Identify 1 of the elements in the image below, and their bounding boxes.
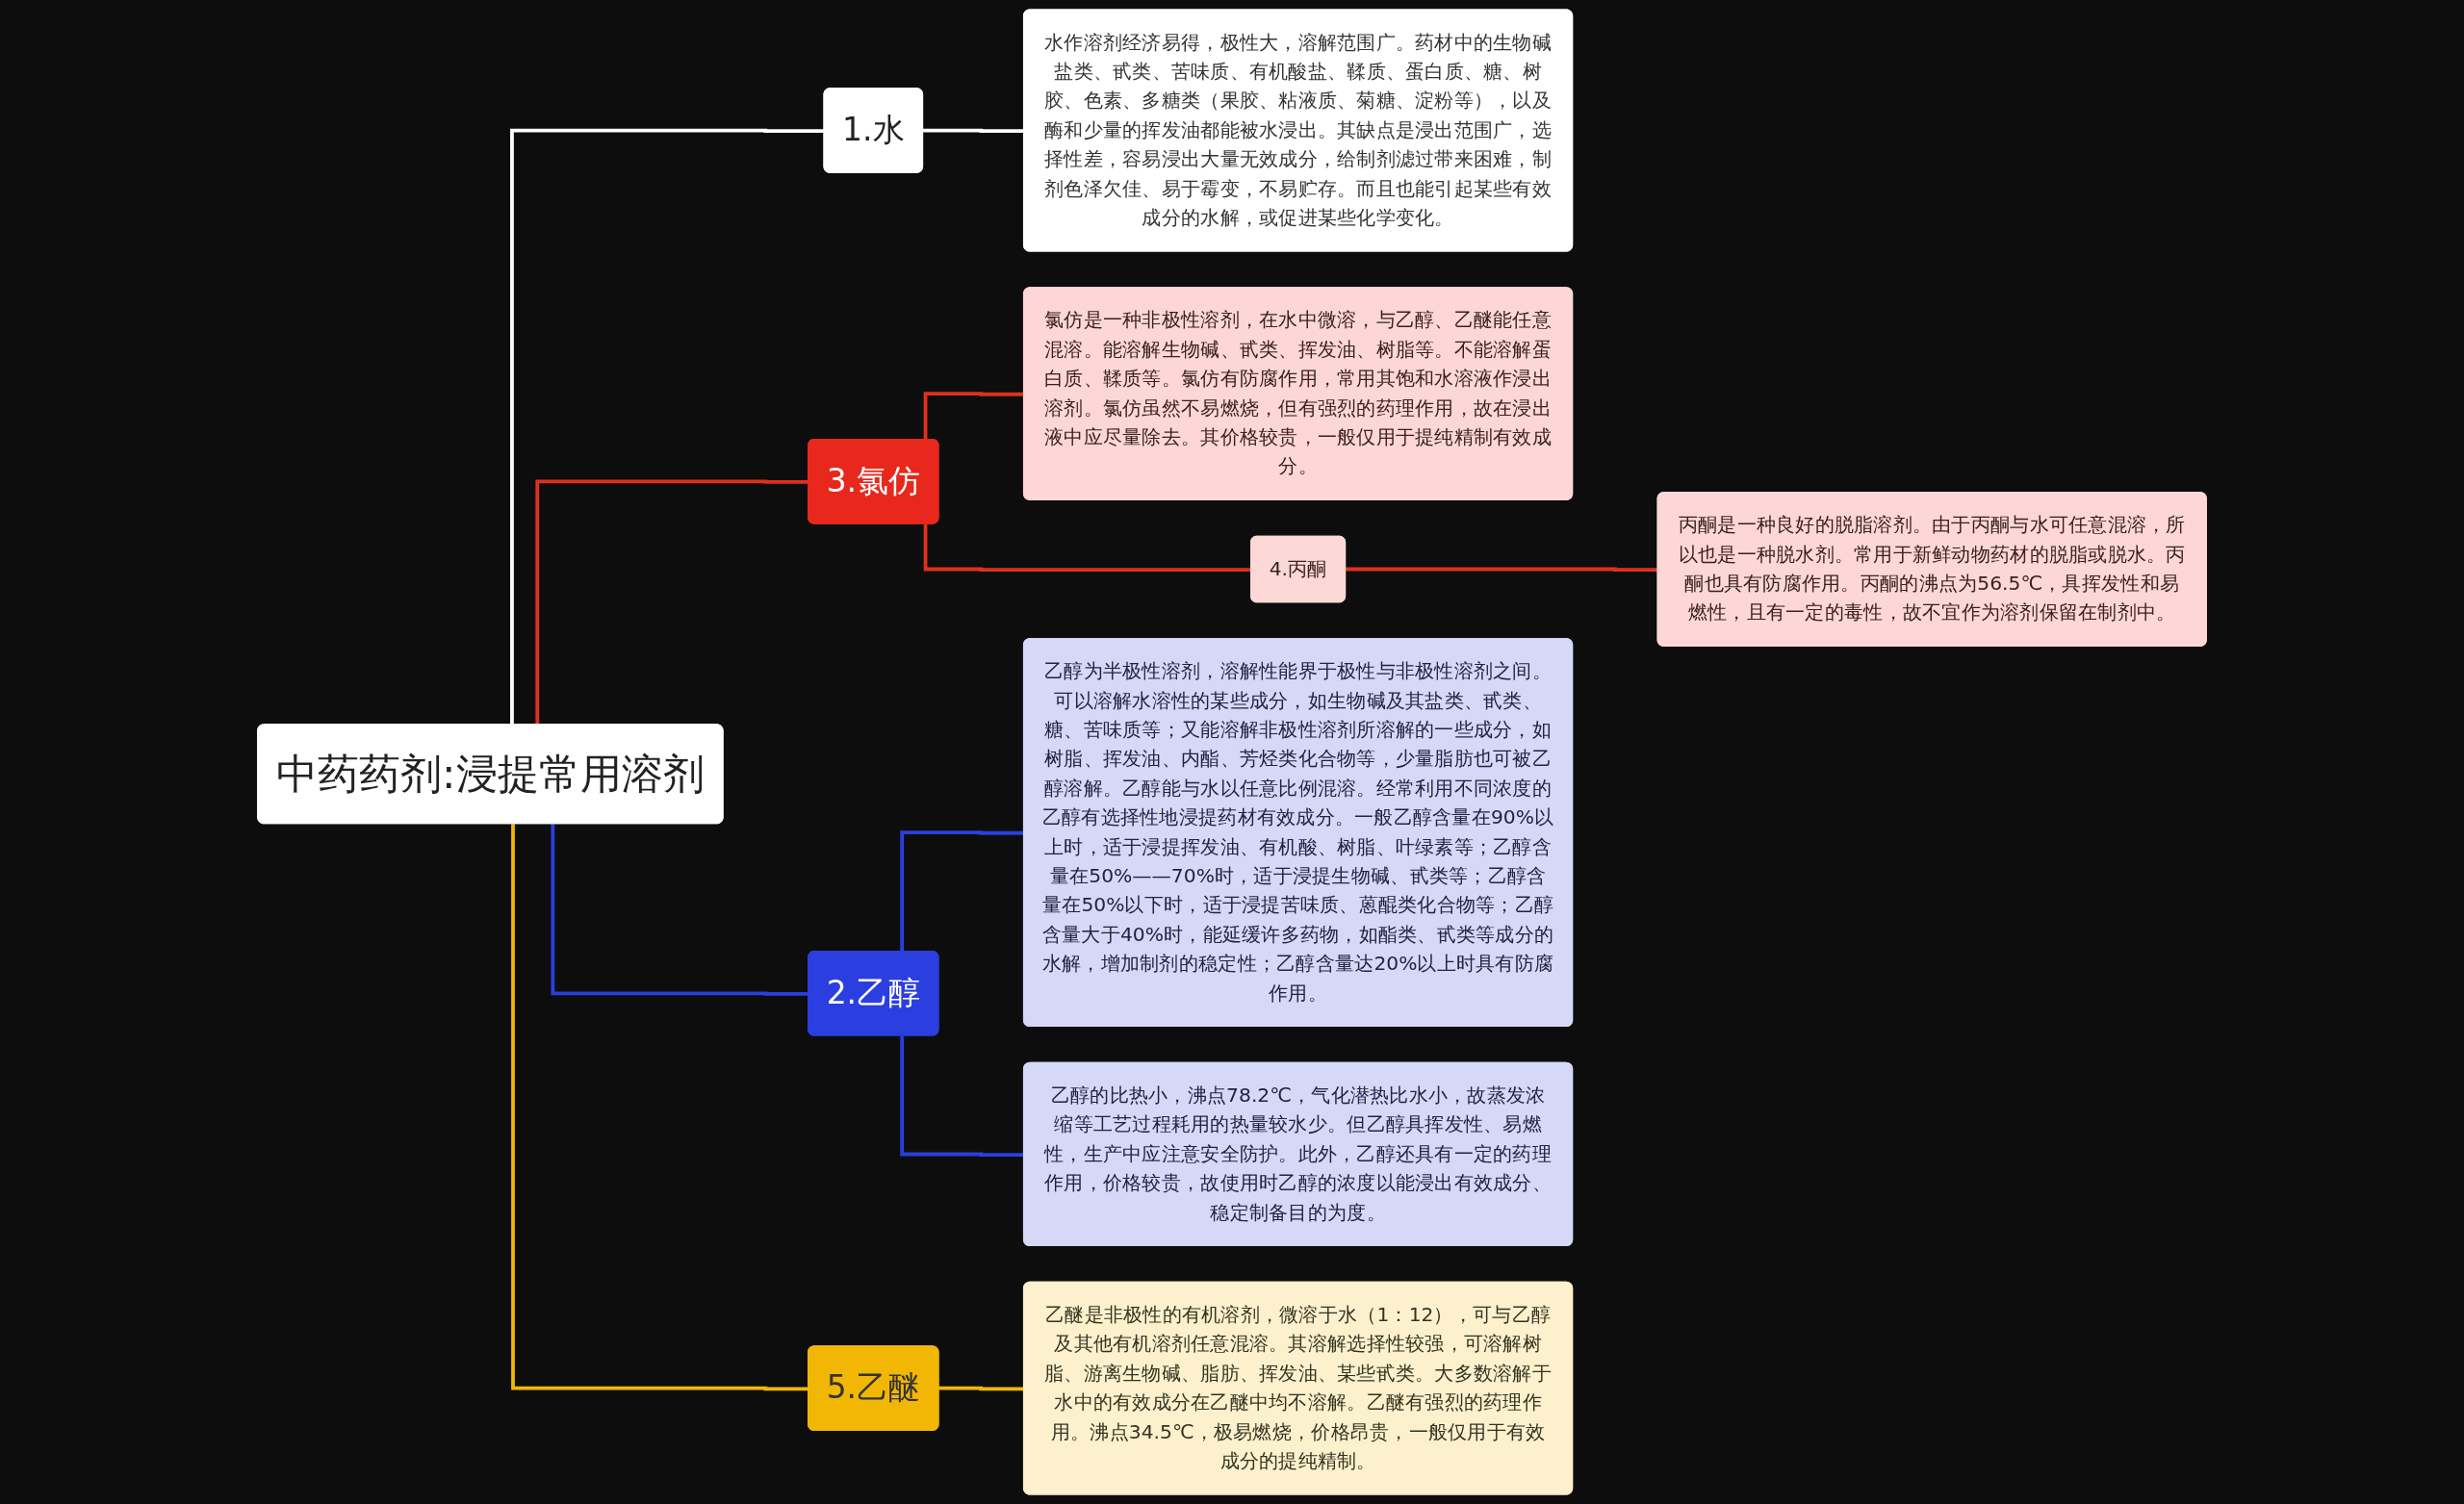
connector: [510, 128, 825, 726]
